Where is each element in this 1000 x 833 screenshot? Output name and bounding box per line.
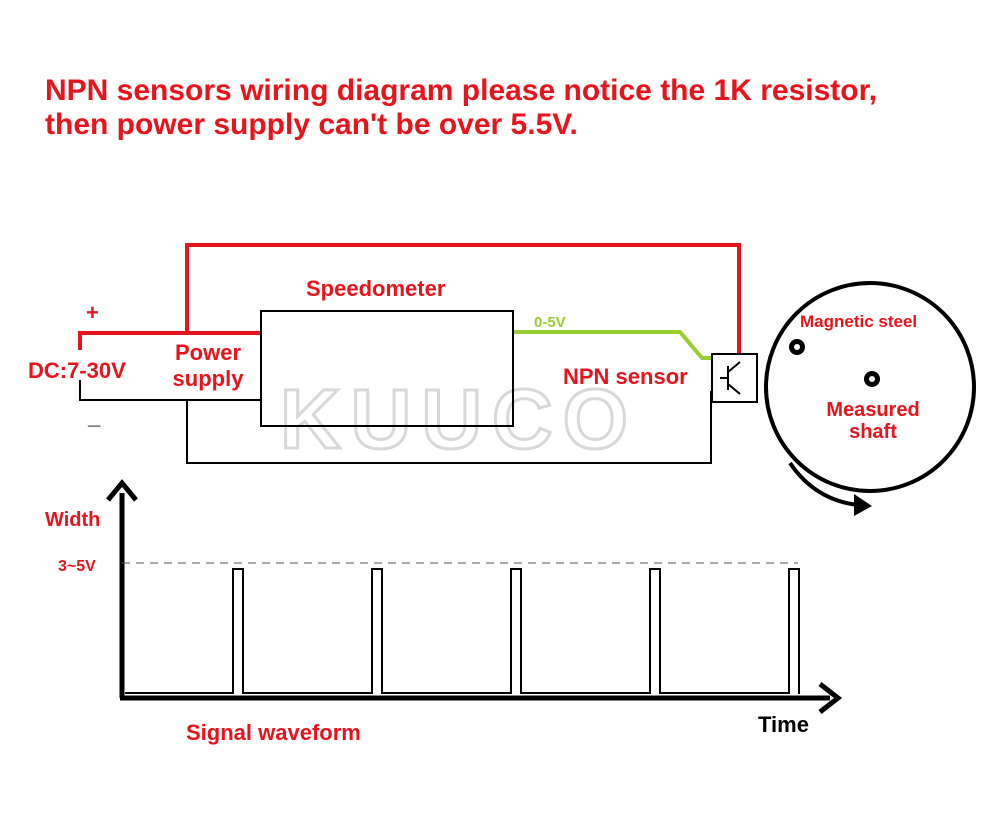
dc-voltage-label: DC:7-30V [28, 358, 126, 383]
waveform-axes [106, 479, 843, 714]
power-supply-label-line1: Power [175, 340, 241, 365]
power-supply-label-line2: supply [173, 366, 245, 391]
measured-shaft-label-line1: Measured [826, 399, 919, 421]
waveform-caption: Signal waveform [186, 720, 361, 745]
minus-sign: _ [87, 404, 101, 429]
npn-sensor-label: NPN sensor [563, 364, 688, 389]
signal-wire [513, 330, 712, 360]
red-power-wire [185, 243, 741, 358]
title-line-1: NPN sensors wiring diagram please notice… [45, 74, 877, 107]
level-label: 3~5V [58, 558, 96, 575]
negative-lead [79, 380, 261, 401]
title-line-2: then power supply can't be over 5.5V. [45, 108, 578, 141]
wires [78, 243, 741, 464]
magnetic-steel-label: Magnetic steel [800, 312, 917, 331]
signal-voltage-label: 0-5V [534, 314, 566, 331]
speedometer-label: Speedometer [306, 276, 446, 301]
watermark-text: KUUCO [280, 372, 638, 466]
npn-sensor-icon [711, 353, 758, 403]
measured-wheel [764, 281, 976, 493]
signal-pulse-train [125, 568, 800, 694]
x-axis-label: Time [758, 712, 809, 737]
positive-lead [78, 331, 261, 350]
measured-shaft-label-line2: shaft [849, 421, 897, 443]
plus-sign: + [86, 300, 99, 325]
speedometer-box [260, 310, 514, 427]
rotation-arrow-icon [788, 461, 859, 507]
y-axis-label: Width [45, 509, 100, 531]
